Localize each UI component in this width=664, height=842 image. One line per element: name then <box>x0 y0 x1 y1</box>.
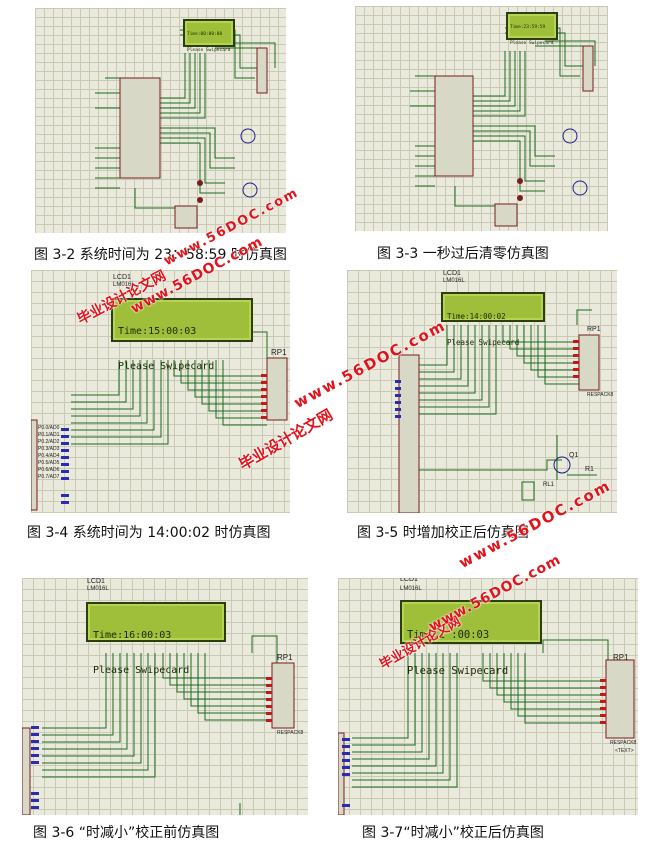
respack-label: RESPACK8 <box>610 740 637 746</box>
figure-3-7-screenshot: LCD1 LM016L Time:1 :00:03 Please Swipeca… <box>338 578 638 815</box>
text-placeholder-label: <TEXT> <box>615 748 634 754</box>
circuit-schematic <box>22 635 295 815</box>
lcd-name-label: LCD1 <box>87 578 105 585</box>
lcd-display: Time:1 :00:03 Please Swipecard <box>400 600 542 677</box>
pin-label: P0.4/AD4 <box>38 453 60 459</box>
lcd-model-label: LM016L <box>87 586 109 592</box>
q1-label: Q1 <box>569 452 579 459</box>
rl1-label: RL1 <box>543 482 555 488</box>
lcd-name-label: LCD1 <box>113 274 131 281</box>
lcd-line-2: Please Swipecard <box>187 47 231 53</box>
pin-label: P0.5/AD5 <box>38 460 60 466</box>
pin-label: P0.2/AD2 <box>38 439 60 445</box>
figure-3-3-caption: 图 3-3 一秒过后清零仿真图 <box>377 246 549 262</box>
lcd-line-2: Please Swipecard <box>118 360 215 372</box>
lcd-display: Time:00:00:00 Please Swipecard <box>183 19 235 53</box>
lcd-name-label: LCD1 <box>400 578 418 583</box>
lcd-line-1: Time:16:00:03 <box>93 630 172 641</box>
circuit-schematic <box>95 29 276 229</box>
respack-label: RESPACK8 <box>587 392 614 398</box>
lcd-line-1: Time:00:00:00 <box>187 32 223 38</box>
lcd-name-label: LCD1 <box>443 270 461 277</box>
figure-3-5-screenshot: LCD1 LM016L Time:14:00:02 Please Swipeca… <box>347 270 617 513</box>
circuit-schematic <box>410 27 596 227</box>
circuit-schematic <box>338 639 635 815</box>
lcd-line-1: Time:15:00:03 <box>118 326 197 337</box>
figure-3-6-screenshot: LCD1 LM016L Time:16:00:03 Please Swipeca… <box>22 578 308 815</box>
lcd-line-1: Time:14:00:02 <box>447 312 506 322</box>
lcd-model-label: LM016L <box>113 282 135 288</box>
lcd-line-2: Please Swipecard <box>93 664 190 676</box>
lcd-line-1: Time:1 :00:03 <box>407 629 490 642</box>
lcd-display: Time:15:00:03 Please Swipecard <box>111 298 253 372</box>
circuit-schematic <box>395 309 600 513</box>
lcd-model-label: LM016L <box>400 586 422 592</box>
lcd-model-label: LM016L <box>443 278 465 284</box>
r1-label: R1 <box>585 466 594 473</box>
lcd-line-2: Please Swipecard <box>407 665 509 678</box>
pin-label: P0.1/AD1 <box>38 432 60 438</box>
pin-label: P0.3/AD3 <box>38 446 60 452</box>
rp1-label: RP1 <box>587 326 601 333</box>
lcd-line-1: Time:23:59:59 <box>510 25 546 31</box>
circuit-schematic <box>31 331 288 511</box>
lcd-display: Time:23:59:59 Please Swipecard <box>506 12 558 46</box>
figure-3-4-screenshot: LCD1 LM016L Time:15:00:03 Please Swipeca… <box>31 270 290 513</box>
lcd-display: Time:16:00:03 Please Swipecard <box>86 602 226 676</box>
figure-3-7-caption: 图 3-7“时减小”校正后仿真图 <box>362 825 544 841</box>
figure-3-4-caption: 图 3-4 系统时间为 14:00:02 时仿真图 <box>27 525 271 541</box>
pin-label: P0.6/AD6 <box>38 467 60 473</box>
pin-label: P0.0/AD0 <box>38 425 60 431</box>
figure-3-6-caption: 图 3-6 “时减小”校正前仿真图 <box>33 825 220 841</box>
figure-3-5-caption: 图 3-5 时增加校正后仿真图 <box>357 525 529 541</box>
respack-label: RESPACK8 <box>277 730 304 736</box>
rp1-label: RP1 <box>613 653 629 662</box>
lcd-display: Time:14:00:02 Please Swipecard <box>441 292 545 347</box>
pin-label: P0.7/AD7 <box>38 474 60 480</box>
rp1-label: RP1 <box>271 348 287 357</box>
figure-3-2-caption: 图 3-2 系统时间为 23：58:59 时仿真图 <box>34 247 287 263</box>
rp1-label: RP1 <box>277 653 293 662</box>
lcd-line-2: Please Swipecard <box>447 338 520 348</box>
lcd-line-2: Please Swipecard <box>510 40 554 46</box>
figure-3-2-screenshot: Time:00:00:00 Please Swipecard <box>35 8 286 233</box>
figure-3-3-screenshot: Time:23:59:59 Please Swipecard <box>355 6 608 231</box>
